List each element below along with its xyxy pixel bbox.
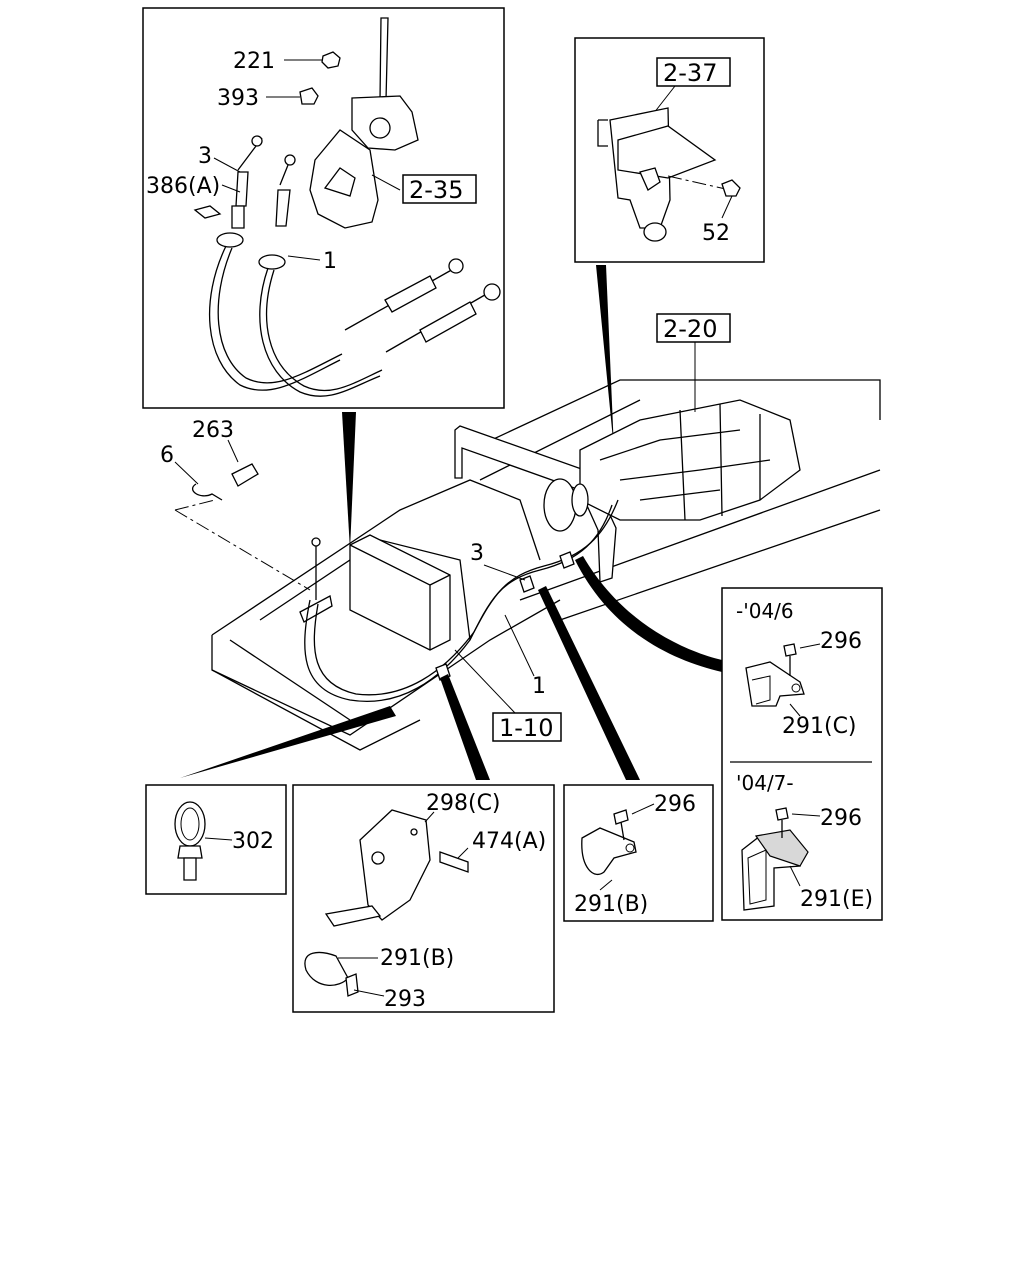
label-296-b: 296 [654, 792, 696, 817]
label-393: 393 [217, 86, 259, 111]
inset-298c: 298(C) 474(A) 291(B) 293 [292, 784, 555, 1013]
label-291b-1: 291(B) [380, 946, 454, 971]
label-298c: 298(C) [426, 791, 501, 816]
inset-291b: 296 291(B) [563, 784, 714, 922]
date-late: '04/7- [736, 771, 794, 795]
ref-2-37: 2-37 [663, 59, 717, 87]
label-1: 1 [323, 249, 337, 274]
label-474a: 474(A) [472, 829, 546, 854]
label-1-main: 1 [532, 674, 546, 699]
label-291b-2: 291(B) [574, 892, 648, 917]
ref-box-2-37 [656, 57, 731, 87]
label-296-c: 296 [820, 629, 862, 654]
ref-box-2-20 [656, 313, 731, 343]
inset-bracket: 2-37 52 [574, 37, 765, 263]
ref-1-10: 1-10 [499, 714, 553, 742]
label-302: 302 [232, 829, 274, 854]
ref-2-20: 2-20 [663, 315, 717, 343]
label-386a: 386(A) [146, 174, 220, 199]
label-291c: 291(C) [782, 714, 857, 739]
ref-box-2-35 [402, 174, 477, 204]
ref-box-1-10 [492, 712, 562, 742]
label-6: 6 [160, 443, 174, 468]
label-296-d: 296 [820, 806, 862, 831]
label-291e: 291(E) [800, 887, 873, 912]
main-assembly: 2-20 263 6 3 1 1-10 [160, 265, 881, 780]
inset-302: 302 [145, 784, 287, 895]
inset-shift-lever: 221 393 3 386(A) 1 2-35 [142, 7, 505, 409]
label-221: 221 [233, 49, 275, 74]
label-52: 52 [702, 221, 730, 246]
inset-291c-291e: -'04/6 296 291(C) '04/7- 296 291(E) [721, 587, 883, 921]
date-early: -'04/6 [736, 599, 794, 623]
ref-2-35: 2-35 [409, 176, 463, 204]
label-3: 3 [198, 144, 212, 169]
label-263: 263 [192, 418, 234, 443]
label-293: 293 [384, 987, 426, 1012]
label-3-main: 3 [470, 541, 484, 566]
